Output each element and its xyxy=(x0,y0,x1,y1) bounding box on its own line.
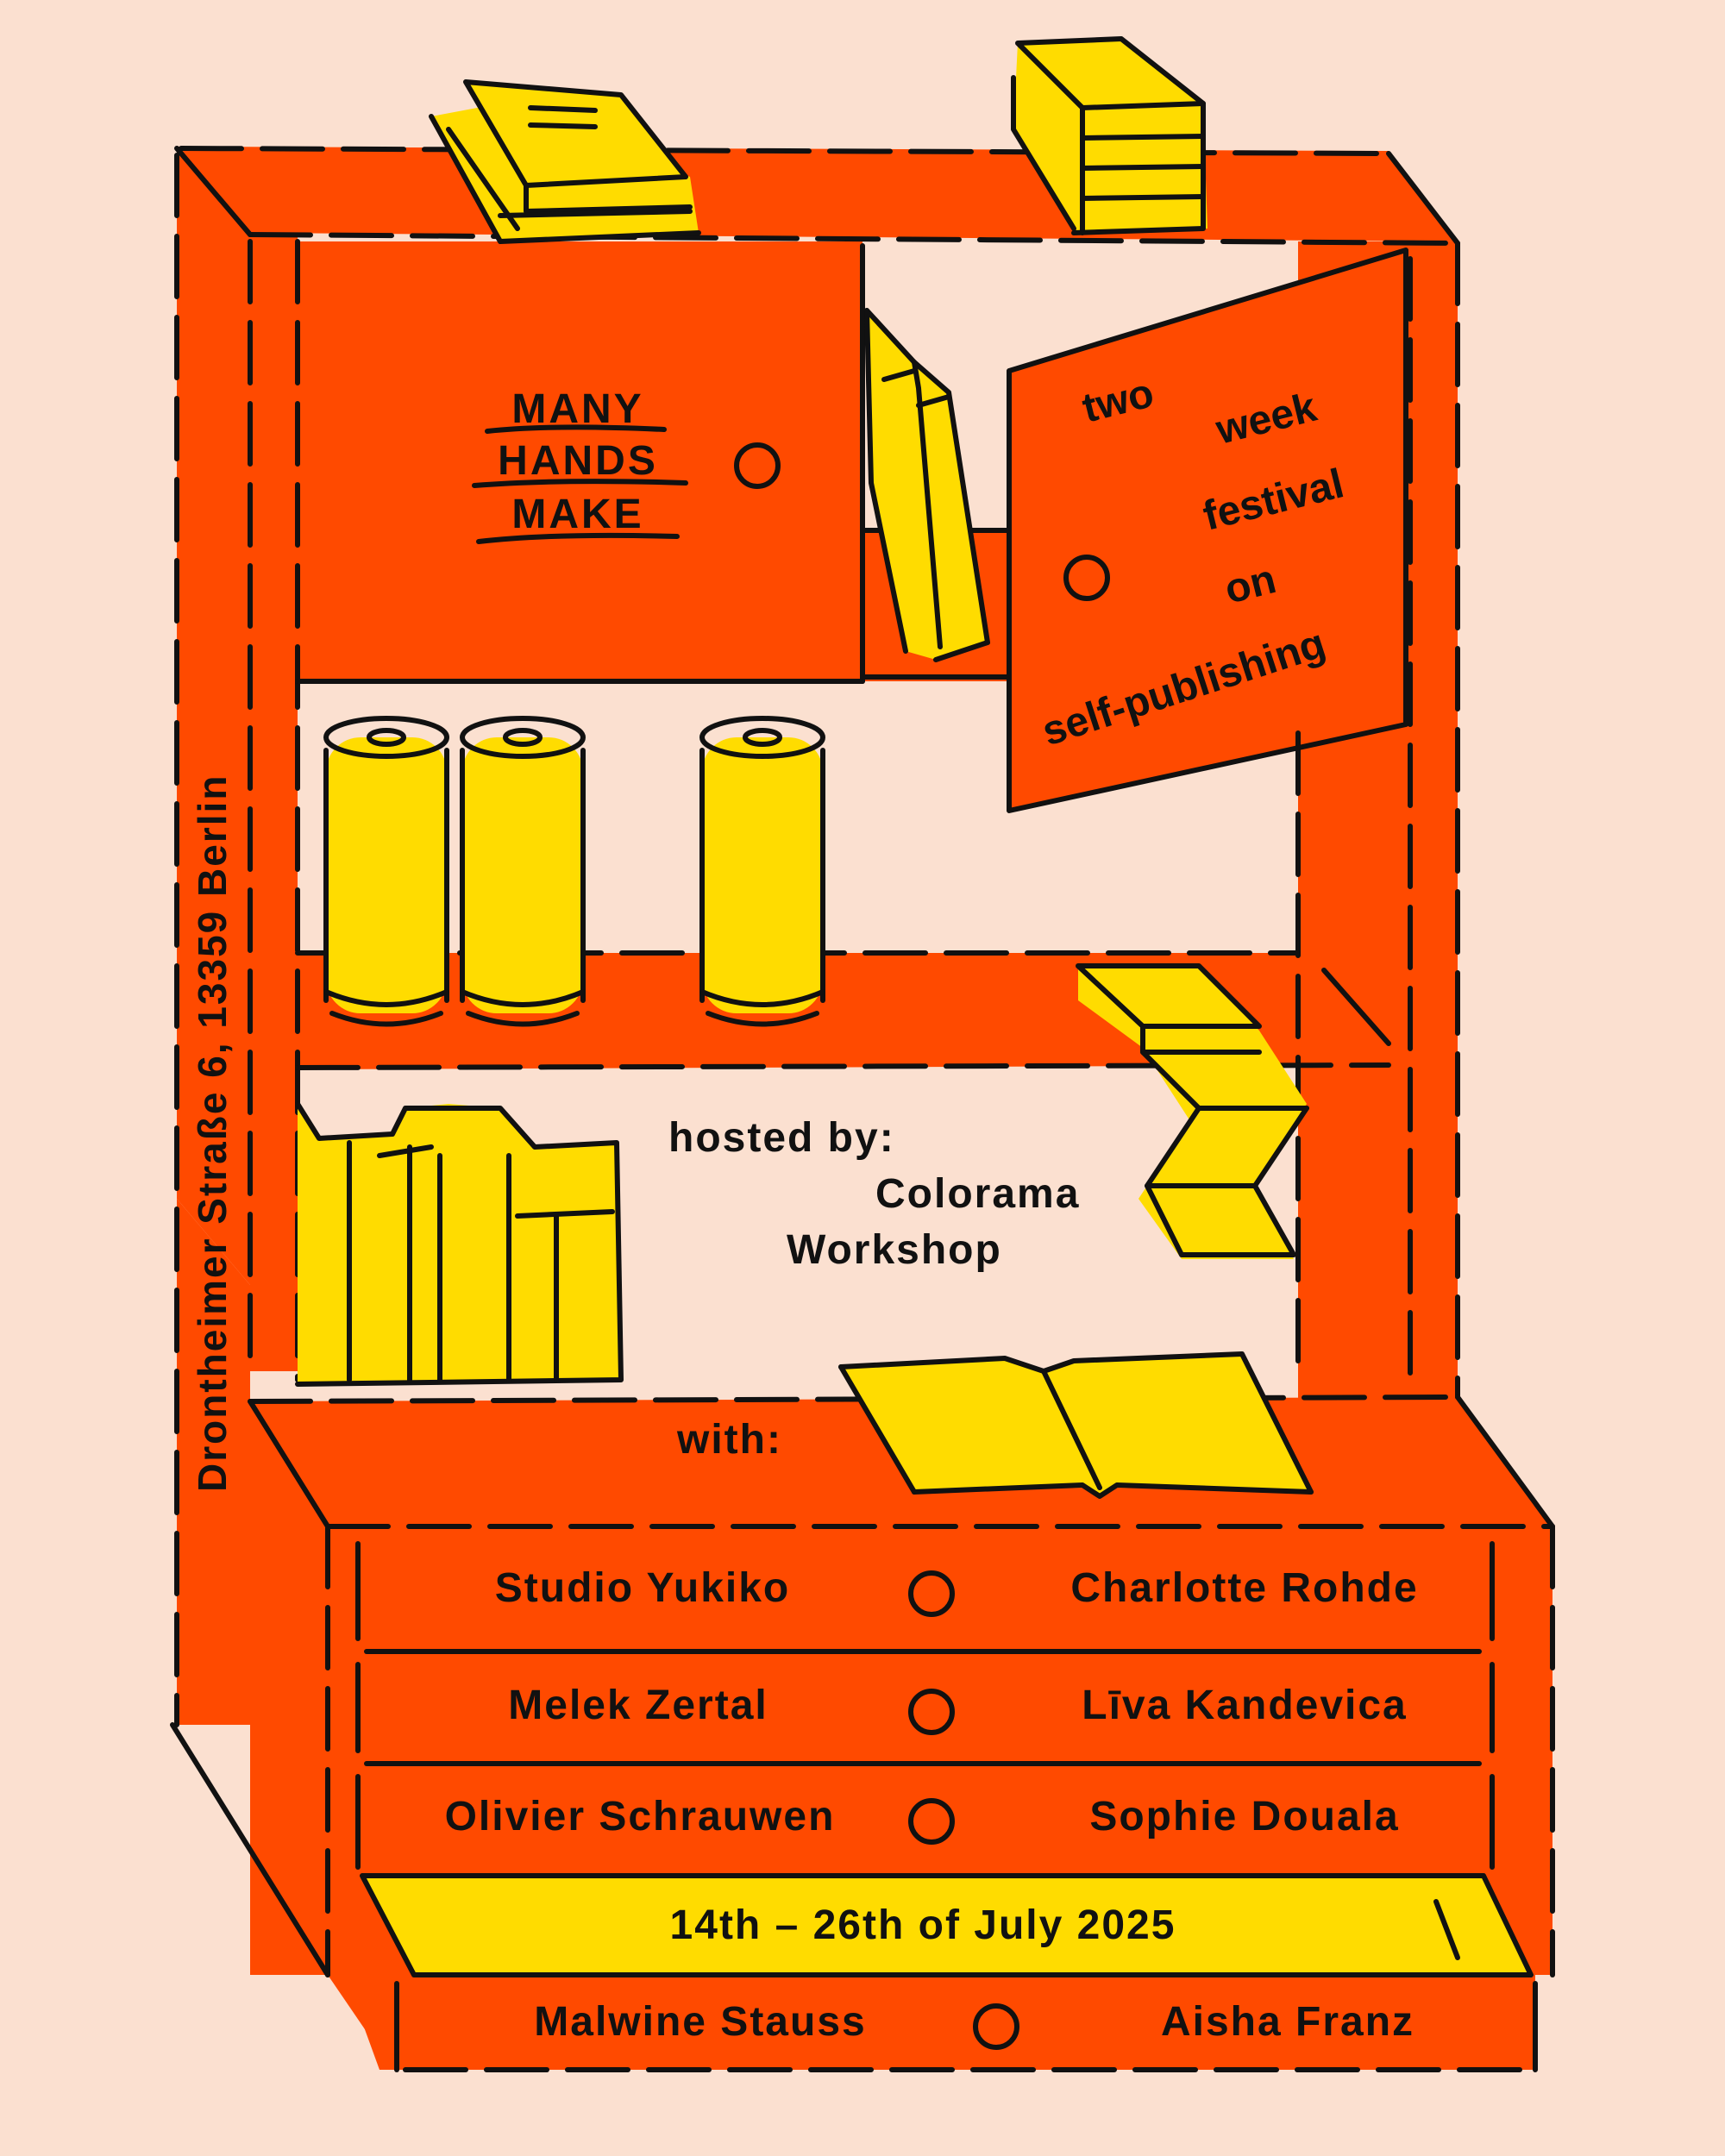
can-2 xyxy=(460,716,586,1027)
participant-row: Studio Yukiko Charlotte Rohde xyxy=(495,1565,1418,1617)
host-line-2: Workshop xyxy=(787,1227,1002,1273)
participant-right: Charlotte Rohde xyxy=(1070,1565,1418,1611)
title-block: MANY HANDS MAKE xyxy=(472,386,688,544)
title-underline-2 xyxy=(472,479,688,488)
books-lower-shelf xyxy=(295,1101,624,1387)
cabinet-door-open xyxy=(1009,250,1406,811)
bookshelf xyxy=(170,146,1555,2072)
door-knob-right xyxy=(1063,555,1110,601)
festival-dates: 14th – 26th of July 2025 xyxy=(670,1902,1176,1948)
participant-separator-dot xyxy=(908,1798,955,1845)
door-knob-left xyxy=(734,442,781,489)
open-book xyxy=(838,1351,1314,1499)
base-outline-left-corner xyxy=(248,1399,330,1529)
title-line-3: MAKE xyxy=(511,492,643,537)
shelf-base-foot-2 xyxy=(345,1975,397,2070)
shelf-left-side-lower xyxy=(177,1199,250,1725)
participant-separator-dot xyxy=(908,1570,955,1617)
shelf-outline-top-front xyxy=(248,232,1460,246)
participant-left: Melek Zertal xyxy=(508,1683,768,1728)
date-band-outline xyxy=(360,1873,1534,1977)
shelf-right-post-lower xyxy=(1298,681,1458,1414)
shelf-outline-top-left-corner xyxy=(174,146,253,237)
with-label: with: xyxy=(676,1417,782,1463)
date-band xyxy=(362,1876,1531,1975)
shelf-top-board xyxy=(177,147,1458,241)
date-band-tick xyxy=(1433,1899,1460,1960)
leaning-books xyxy=(864,308,990,662)
yellow-cans xyxy=(323,716,825,1027)
title-line-1: MANY xyxy=(511,386,643,432)
participant-left: Olivier Schrauwen xyxy=(445,1794,836,1839)
base-outline-right-corner xyxy=(1455,1395,1555,1529)
title-underline-1 xyxy=(485,424,667,434)
shelf-left-side xyxy=(177,147,250,1285)
hosted-label: hosted by: xyxy=(668,1115,895,1161)
shelf-base-side xyxy=(250,1401,328,1975)
base-outline-side-bottom xyxy=(170,1722,330,1977)
participant-separator-dot xyxy=(973,2003,1019,2050)
host-line-1: Colorama xyxy=(875,1171,1080,1217)
participant-right: Aisha Franz xyxy=(1161,1999,1414,2045)
zigzag-book xyxy=(1076,963,1309,1259)
participant-left: Malwine Stauss xyxy=(534,1999,866,2045)
host-block: hosted by: Colorama Workshop xyxy=(668,1115,1080,1273)
address-text: Drontheimer Straße 6, 13359 Berlin xyxy=(190,774,235,1492)
books-on-top-right xyxy=(1011,36,1208,235)
participant-left: Studio Yukiko xyxy=(495,1565,791,1611)
shelf-outline-board-corner xyxy=(1321,968,1391,1046)
participant-separator-dot xyxy=(908,1689,955,1735)
door-open-outline xyxy=(1007,248,1408,813)
participants-list: Studio Yukiko Charlotte Rohde Melek Zert… xyxy=(445,1565,1418,1845)
can-3 xyxy=(699,716,825,1027)
participant-right: Sophie Douala xyxy=(1089,1794,1399,1839)
shelf-left-post xyxy=(250,233,298,1371)
title-line-2: HANDS xyxy=(498,438,658,484)
participant-right: Līva Kandevica xyxy=(1082,1683,1408,1728)
participant-row-bottom: Malwine Stauss Aisha Franz xyxy=(534,1999,1414,2050)
can-1 xyxy=(323,716,449,1027)
drawer-bottom-block xyxy=(397,1975,1535,2070)
shelf-outline-top-corner xyxy=(1386,151,1460,246)
participant-row: Olivier Schrauwen Sophie Douala xyxy=(445,1794,1399,1845)
title-underline-3 xyxy=(476,532,680,544)
cabinet-door-left xyxy=(298,241,862,681)
participant-row: Melek Zertal Līva Kandevica xyxy=(508,1683,1408,1735)
books-on-top-left xyxy=(429,79,701,244)
